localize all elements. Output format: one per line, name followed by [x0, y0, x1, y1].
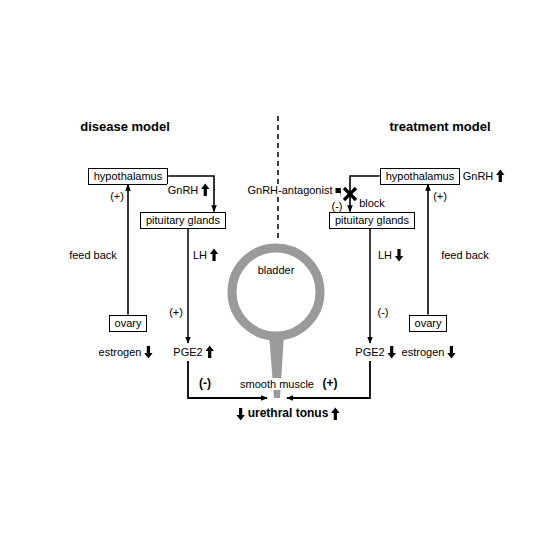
note-label: feed back: [440, 249, 490, 262]
trend-arrow: [387, 346, 395, 359]
antagonist-arrow: [336, 185, 342, 197]
trend-arrow: [205, 346, 213, 359]
process-box: ovary: [409, 315, 448, 332]
box-label: hypothalamus: [386, 170, 455, 183]
box-label: pituitary glands: [146, 214, 220, 227]
process-box: hypothalamus: [88, 168, 169, 185]
sign-label: (+): [168, 306, 184, 319]
trend-arrow: [236, 408, 244, 421]
effect-label: urethral tonus: [247, 407, 330, 421]
hormone-label: PGE2: [172, 346, 203, 359]
note-label: feed back: [68, 249, 118, 262]
hormone-label: LH: [377, 249, 393, 262]
bladder-outline: [226, 242, 326, 342]
trend-arrow: [496, 170, 504, 183]
trend-arrows: [144, 170, 504, 421]
box-label: ovary: [115, 317, 142, 330]
process-box: pituitary glands: [329, 212, 415, 229]
trend-arrow: [201, 184, 209, 197]
process-box: pituitary glands: [140, 212, 226, 229]
sign-label: (-): [377, 306, 390, 319]
hormone-label: estrogen: [401, 346, 446, 359]
signal-line: [369, 229, 371, 343]
sign-label: (+): [109, 190, 125, 203]
hormone-label: GnRH: [462, 170, 495, 183]
tissue-label: smooth muscle: [239, 378, 315, 391]
trend-arrow: [144, 346, 152, 359]
drug-label: GnRH-antagonist: [247, 184, 334, 197]
hormone-label: estrogen: [98, 346, 143, 359]
panel-heading: disease model: [79, 120, 171, 135]
trend-arrow: [331, 408, 339, 421]
sign-label: (+): [322, 377, 339, 391]
process-box: hypothalamus: [380, 168, 461, 185]
process-box: ovary: [109, 315, 148, 332]
sign-label: (-): [198, 377, 212, 391]
sign-label: (-): [331, 200, 344, 213]
note-label: block: [358, 197, 386, 210]
hormone-label: LH: [192, 249, 208, 262]
signal-line: [187, 229, 189, 343]
trend-arrow: [210, 249, 218, 262]
box-label: pituitary glands: [335, 214, 409, 227]
bladder-organ: bladder: [226, 242, 326, 342]
trend-arrow: [395, 249, 403, 262]
hormone-label: GnRH: [167, 184, 200, 197]
trend-arrow: [447, 346, 455, 359]
divider-line: [277, 116, 279, 240]
panel-heading: treatment model: [388, 120, 491, 135]
organ-label: bladder: [226, 264, 326, 276]
box-label: ovary: [415, 317, 442, 330]
hormone-label: PGE2: [354, 346, 385, 359]
connector-arrow: [427, 185, 429, 315]
box-label: hypothalamus: [94, 170, 163, 183]
sign-label: (+): [432, 190, 448, 203]
connector-arrow: [127, 185, 129, 315]
